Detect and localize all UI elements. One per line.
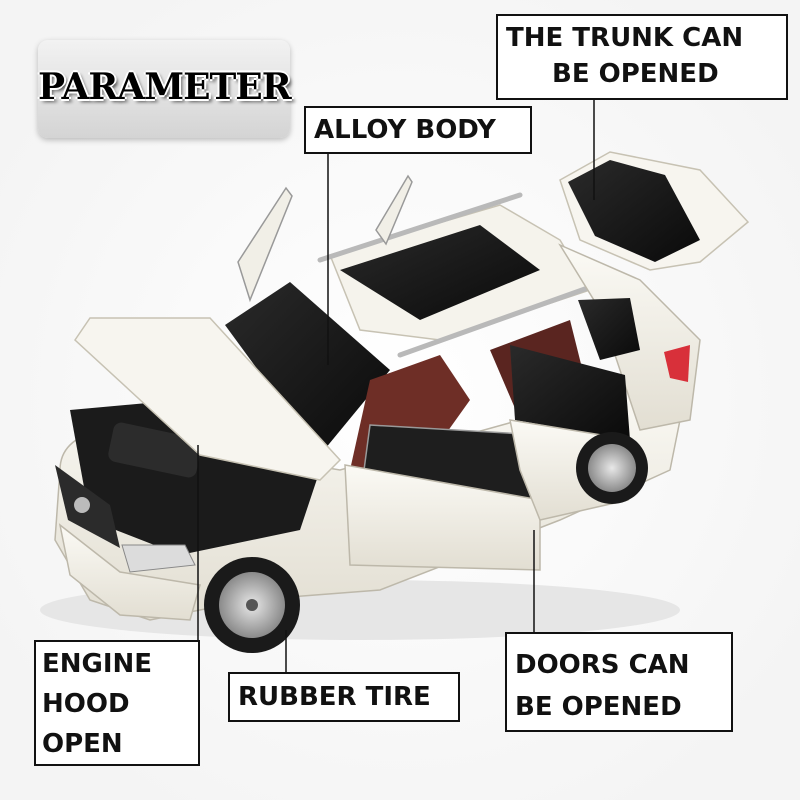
callout-engine-line-1: ENGINE bbox=[42, 649, 153, 679]
open-hood bbox=[74, 317, 342, 481]
callout-engine-hood: ENGINE HOOD OPEN bbox=[34, 640, 200, 766]
front-left-door-open bbox=[237, 186, 293, 303]
parameter-label: PARAMETER bbox=[38, 66, 292, 108]
roof-rail-left bbox=[317, 192, 523, 263]
front-right-door-panel bbox=[344, 464, 541, 571]
rear-quarter-window bbox=[578, 298, 640, 360]
windshield bbox=[225, 282, 390, 455]
rear-right-door-open bbox=[510, 345, 630, 440]
callout-trunk-line-1: THE TRUNK CAN bbox=[506, 23, 744, 53]
grille-emblem bbox=[74, 497, 90, 513]
sunroof bbox=[340, 225, 540, 320]
callout-doors-line-1: DOORS CAN bbox=[515, 650, 690, 680]
headlight bbox=[121, 544, 196, 573]
front-wheel bbox=[204, 557, 300, 653]
front-bumper bbox=[58, 523, 201, 621]
callout-doors-line-2: BE OPENED bbox=[515, 692, 682, 722]
callout-alloy-body: ALLOY BODY bbox=[304, 106, 532, 154]
rear-left-door-open bbox=[375, 174, 413, 246]
callout-rubber-tire-text: RUBBER TIRE bbox=[238, 682, 431, 712]
callout-alloy-body-text: ALLOY BODY bbox=[314, 115, 496, 145]
callout-engine-line-2: HOOD bbox=[42, 689, 130, 719]
callout-doors: DOORS CAN BE OPENED bbox=[505, 632, 733, 732]
rear-wheel bbox=[576, 432, 648, 504]
callout-trunk: THE TRUNK CAN BE OPENED bbox=[496, 14, 788, 100]
callout-rubber-tire: RUBBER TIRE bbox=[228, 672, 460, 722]
tail-light bbox=[664, 345, 690, 382]
parameter-badge: PARAMETER bbox=[38, 40, 292, 138]
engine-cover bbox=[108, 422, 202, 478]
callout-trunk-line-2: BE OPENED bbox=[552, 59, 719, 89]
trunk-glass bbox=[568, 160, 700, 262]
callout-engine-line-3: OPEN bbox=[42, 729, 123, 759]
roof-rail-right bbox=[397, 277, 613, 358]
